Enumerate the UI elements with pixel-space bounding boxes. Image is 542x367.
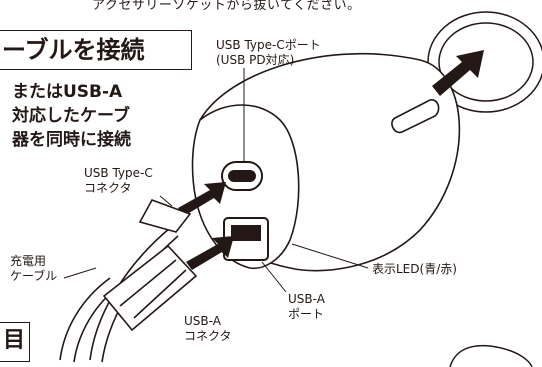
insert-arrow-icons xyxy=(178,50,484,270)
section-heading: ーブルを接続 xyxy=(0,30,192,70)
usb-a-port-shape xyxy=(223,217,269,261)
charging-cable-label: 充電用 ケーブル xyxy=(10,254,58,283)
usb-a-port-label: USB-A ポート xyxy=(288,292,325,321)
instruction-line: またはUSB-A xyxy=(12,82,123,102)
usb-c-port-shape xyxy=(221,161,263,191)
leader-lines xyxy=(63,68,369,293)
led-label: 表示LED(青/赤) xyxy=(372,262,457,276)
instruction-text: またはUSB-A 対応したケーブ 器を同時に接続 xyxy=(12,80,131,152)
usb-c-port-label: USB Type-Cポート (USB PD対応) xyxy=(216,38,321,67)
partial-object xyxy=(449,344,533,367)
cables xyxy=(59,199,198,363)
usb-c-connector-label: USB Type-C コネクタ xyxy=(84,166,153,195)
instruction-line: 対応したケーブ xyxy=(12,106,130,126)
instruction-line: 器を同時に接続 xyxy=(12,130,131,150)
top-note: アクセサリーソケットから抜いてください。 xyxy=(92,0,361,13)
usb-a-connector-label: USB-A コネクタ xyxy=(184,314,232,343)
corner-box: 目 xyxy=(0,322,30,362)
